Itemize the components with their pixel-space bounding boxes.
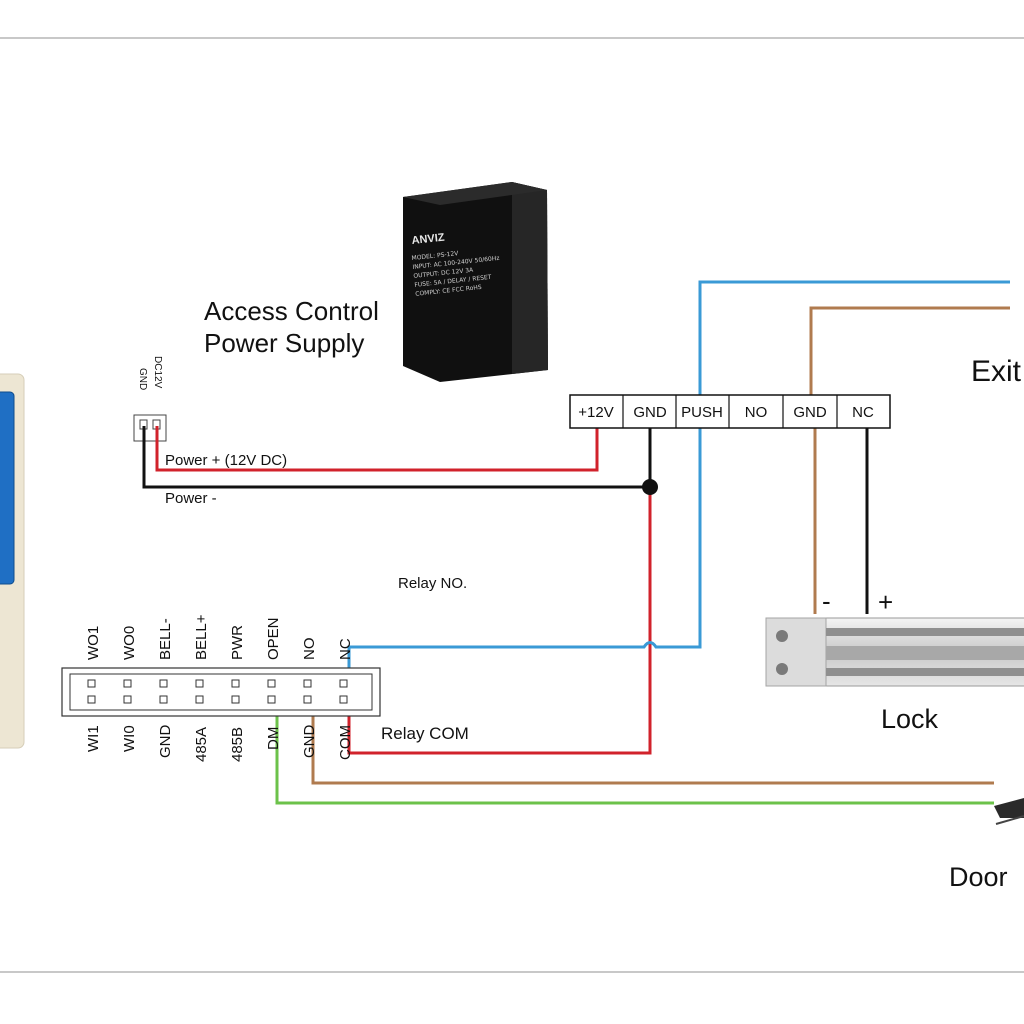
label-relay-no: Relay NO. <box>398 575 467 592</box>
pin-wo0: WO0 <box>121 626 138 660</box>
wire-relay-com <box>347 487 652 755</box>
pin-485b: 485B <box>229 727 246 762</box>
wire-relay-no <box>347 280 1010 690</box>
psu-label-line: MODEL: PS-12V <box>411 250 459 262</box>
dc-power-connector: GND DC12V <box>133 356 167 442</box>
wire-power-plus <box>155 426 599 472</box>
dc-connector-gnd-label: GND <box>137 368 148 390</box>
pin-dm: DM <box>265 727 282 750</box>
pin-nc: NC <box>337 638 354 660</box>
door-sensor <box>994 798 1024 825</box>
label-relay-com: Relay COM <box>381 724 469 743</box>
wire-power-minus <box>142 426 650 489</box>
pin-wi1: WI1 <box>85 725 102 752</box>
pin-com: COM <box>337 725 354 760</box>
pin-no: NO <box>301 638 318 661</box>
junction-dot <box>642 479 658 495</box>
lock-label: Lock <box>881 704 939 734</box>
door-label: Door <box>949 862 1008 892</box>
pin-pwr: PWR <box>229 625 246 660</box>
psu-brand-logo: ANVIZ <box>411 232 445 247</box>
controller-device <box>0 373 25 749</box>
pin-485a: 485A <box>193 727 210 762</box>
terminal-no: NO <box>745 404 768 421</box>
label-power-plus: Power + (12V DC) <box>165 452 287 469</box>
dc-connector-dc12v-label: DC12V <box>152 356 163 389</box>
lock-minus-sign: - <box>822 586 831 616</box>
terminal-plus12v: +12V <box>578 404 613 421</box>
lock-plus-sign: + <box>878 587 893 617</box>
wires <box>142 280 1010 805</box>
wire-door-sensor <box>275 712 994 805</box>
label-power-minus: Power - <box>165 490 217 507</box>
terminal-block: +12V GND PUSH NO GND NC <box>569 394 891 429</box>
pin-wi0: WI0 <box>121 725 138 752</box>
terminal-nc: NC <box>852 404 874 421</box>
pin-connector: WO1 WO0 BELL- BELL+ PWR OPEN NO NC WI1 W… <box>61 614 381 762</box>
magnetic-lock <box>765 617 1024 687</box>
power-supply-unit: ANVIZ MODEL: PS-12V INPUT: AC 100-240V 5… <box>403 182 548 382</box>
pin-bell-minus: BELL- <box>157 618 174 660</box>
wire-door-gnd <box>311 712 994 785</box>
terminal-gnd: GND <box>633 404 667 421</box>
exit-label: Exit <box>971 355 1022 388</box>
pin-gnd: GND <box>157 725 174 759</box>
psu-title-line2: Power Supply <box>204 328 364 358</box>
terminal-gnd-2: GND <box>793 404 827 421</box>
psu-title-line1: Access Control <box>204 296 379 326</box>
terminal-push: PUSH <box>681 404 723 421</box>
pin-open: OPEN <box>265 617 282 660</box>
pin-wo1: WO1 <box>85 626 102 660</box>
pin-gnd-2: GND <box>301 725 318 759</box>
wire-exit-gnd <box>809 306 1010 395</box>
pin-bell-plus: BELL+ <box>193 614 210 660</box>
